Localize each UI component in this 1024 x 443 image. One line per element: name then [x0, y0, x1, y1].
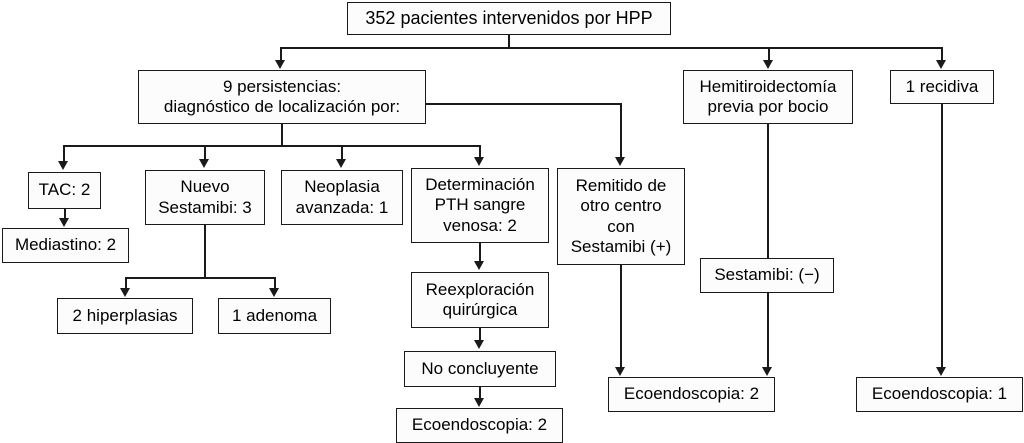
node-adenoma: 1 adenoma [218, 298, 331, 334]
node-remitido-label: Remitido de otro centro con Sestamibi (+… [570, 176, 672, 256]
arrowhead-recidiva [936, 60, 946, 69]
arrowhead-ecoendoscopia-recidiva [936, 367, 946, 376]
node-sestamibi-negativo: Sestamibi: (−) [700, 258, 834, 293]
arrowhead-remitido [615, 157, 625, 166]
edge-no-concluyente-to-ecoendoscopia [479, 387, 481, 399]
arrowhead-no-concluyente [474, 340, 484, 349]
node-nuevo-sestamibi: Nuevo Sestamibi: 3 [145, 170, 265, 225]
edge-hemitiroidectomia-to-sestamibi-neg [767, 124, 769, 258]
edge-persistencias-to-neoplasia [341, 145, 343, 160]
node-tac-label: TAC: 2 [38, 180, 91, 200]
node-neoplasia: Neoplasia avanzada: 1 [281, 170, 403, 225]
node-ecoendoscopia-pth-label: Ecoendoscopia: 2 [411, 415, 548, 435]
edge-persistencias-to-determinacion [479, 145, 481, 158]
node-ecoendoscopia-pth: Ecoendoscopia: 2 [396, 408, 563, 443]
edge-nuevo-sestamibi-stem [204, 225, 206, 278]
node-determinacion-pth-label: Determinación PTH sangre venosa: 2 [425, 175, 535, 235]
arrowhead-ecoendoscopia-pth [474, 398, 484, 407]
node-hemitiroidectomia: Hemitiroidectomía previa por bocio [683, 70, 853, 124]
node-recidiva: 1 recidiva [890, 70, 994, 104]
edge-persistencias-to-remitido-v [620, 103, 622, 158]
node-reexploracion-label: Reexploración quirúrgica [425, 279, 535, 319]
edge-persistencias-to-tac [63, 145, 65, 162]
edge-root-stem [508, 35, 510, 48]
node-ecoendoscopia-recidiva: Ecoendoscopia: 1 [856, 377, 1023, 412]
node-hiperplasias: 2 hiperplasias [57, 298, 193, 334]
node-nuevo-sestamibi-label: Nuevo Sestamibi: 3 [158, 177, 252, 217]
node-mediastino-label: Mediastino: 2 [14, 235, 117, 255]
node-adenoma-label: 1 adenoma [231, 305, 318, 325]
edge-nuevo-sestamibi-bus [125, 277, 275, 279]
node-reexploracion: Reexploración quirúrgica [411, 272, 549, 328]
node-sestamibi-negativo-label: Sestamibi: (−) [714, 265, 820, 285]
edge-recidiva-to-ecoendoscopia [941, 104, 943, 368]
node-root-label: 352 pacientes intervenidos por HPP [365, 7, 653, 28]
node-no-concluyente-label: No concluyente [421, 358, 539, 378]
node-mediastino: Mediastino: 2 [2, 228, 129, 263]
node-hiperplasias-label: 2 hiperplasias [72, 305, 178, 325]
edge-to-adenoma [274, 277, 276, 289]
node-determinacion-pth: Determinación PTH sangre venosa: 2 [411, 168, 549, 243]
arrowhead-adenoma [269, 288, 279, 297]
node-persistencias-label: 9 persistencias: diagnóstico de localiza… [163, 76, 401, 116]
edge-persistencias-to-nuevo-sestamibi [204, 145, 206, 160]
edge-persistencias-to-remitido-h [425, 103, 621, 105]
edge-root-to-persistencias [280, 47, 282, 61]
arrowhead-ecoendoscopia-centro-right [762, 367, 772, 376]
edge-to-hiperplasias [125, 277, 127, 289]
arrowhead-reexploracion [474, 261, 484, 270]
edge-remitido-to-ecoendoscopia [620, 265, 622, 368]
node-ecoendoscopia-centro: Ecoendoscopia: 2 [608, 377, 775, 412]
node-ecoendoscopia-recidiva-label: Ecoendoscopia: 1 [871, 384, 1008, 404]
edge-root-bus [280, 47, 942, 49]
node-tac: TAC: 2 [28, 172, 101, 209]
node-persistencias: 9 persistencias: diagnóstico de localiza… [138, 70, 426, 124]
node-root: 352 pacientes intervenidos por HPP [347, 2, 671, 35]
edge-persistencias-bus [63, 145, 480, 147]
arrowhead-hemitiroidectomia [763, 60, 773, 69]
edge-pth-to-reexploracion [479, 243, 481, 262]
edge-sestamibi-neg-to-ecoendoscopia [767, 293, 769, 368]
arrowhead-mediastino [59, 218, 69, 227]
arrowhead-nuevo-sestamibi [199, 159, 209, 168]
edge-root-to-hemitiroidectomia [768, 47, 770, 61]
edge-tac-to-mediastino [64, 209, 66, 219]
node-remitido: Remitido de otro centro con Sestamibi (+… [557, 168, 685, 265]
node-neoplasia-label: Neoplasia avanzada: 1 [295, 177, 389, 217]
arrowhead-persistencias [275, 60, 285, 69]
edge-root-to-recidiva [941, 47, 943, 61]
arrowhead-hiperplasias [120, 288, 130, 297]
arrowhead-neoplasia [336, 159, 346, 168]
node-recidiva-label: 1 recidiva [905, 76, 979, 96]
arrowhead-determinacion-pth [474, 157, 484, 166]
node-no-concluyente: No concluyente [404, 351, 556, 387]
arrowhead-tac [58, 161, 68, 170]
node-hemitiroidectomia-label: Hemitiroidectomía previa por bocio [699, 76, 837, 116]
edge-persistencias-stem [281, 124, 283, 146]
edge-reexploracion-to-no-concluyente [479, 328, 481, 341]
arrowhead-ecoendoscopia-centro-left [615, 367, 625, 376]
node-ecoendoscopia-centro-label: Ecoendoscopia: 2 [623, 384, 760, 404]
